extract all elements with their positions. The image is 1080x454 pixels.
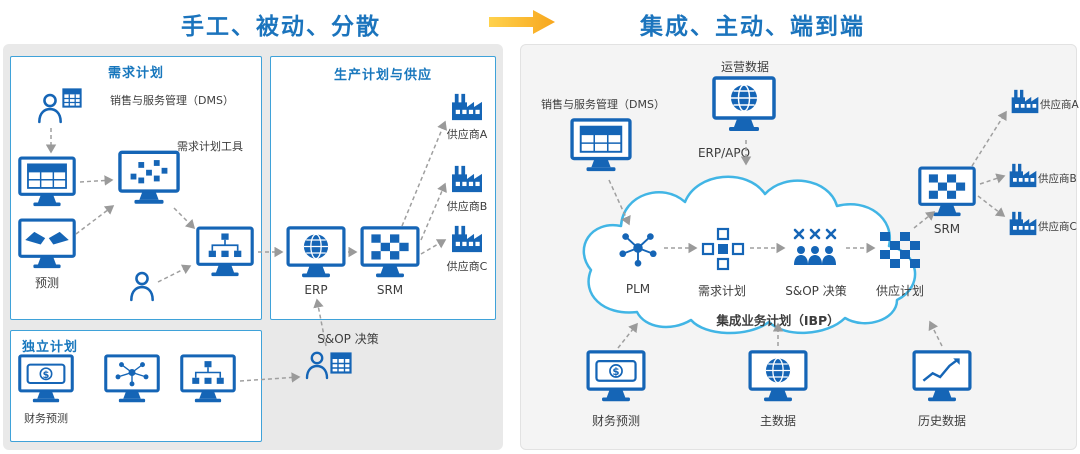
finance-right-label: 财务预测	[591, 414, 640, 428]
sop-table-icon	[330, 352, 352, 374]
demand-tool-label: 需求计划工具	[177, 140, 243, 153]
ops-data-monitor-icon	[712, 76, 776, 134]
supplier-b-right-factory-icon	[1008, 162, 1038, 189]
supplier-b-label: 供应商B	[446, 200, 488, 213]
supplier-c-right-factory-icon	[1008, 210, 1038, 237]
plan-hierarchy-monitor-icon	[196, 226, 254, 279]
demand-tool-monitor-icon	[118, 150, 180, 207]
finance-forecast-label: 财务预测	[24, 412, 68, 425]
cloud-supply-label: 供应计划	[875, 284, 924, 298]
erp-label: ERP	[304, 283, 328, 297]
independent-box-title: 独立计划	[22, 340, 79, 355]
plm-label: PLM	[625, 282, 651, 296]
srm-label: SRM	[376, 283, 404, 297]
erp-monitor-icon	[286, 226, 346, 280]
supplier-c-label: 供应商C	[446, 260, 488, 273]
sales-system-monitor-icon	[18, 156, 76, 209]
network-monitor-icon	[104, 354, 160, 405]
forecast-handshake-monitor-icon	[18, 218, 76, 271]
sop-decision-label: S&OP 决策	[317, 332, 379, 346]
dms-right-monitor-icon	[570, 118, 632, 174]
supplier-c-factory-icon	[450, 224, 484, 254]
supplier-b-right-label: 供应商B	[1038, 173, 1077, 185]
plm-network-icon	[616, 228, 660, 268]
erp-apo-label: ERP/APO	[697, 146, 751, 160]
srm-right-label: SRM	[933, 222, 961, 236]
report-table-icon	[62, 88, 82, 108]
cloud-demand-label: 需求计划	[697, 284, 746, 298]
master-data-monitor-icon	[748, 350, 808, 404]
forecast-label: 预测	[34, 276, 59, 290]
left-headline: 手工、被动、分散	[181, 14, 381, 40]
master-data-label: 主数据	[759, 414, 796, 428]
history-data-label: 历史数据	[917, 414, 966, 428]
srm-monitor-icon	[360, 226, 420, 280]
finance-right-monitor-icon	[586, 350, 646, 404]
finance-monitor-icon	[18, 354, 74, 405]
demand-plan-icon	[700, 226, 746, 272]
supplier-a-factory-icon	[450, 92, 484, 122]
right-headline: 集成、主动、端到端	[640, 14, 865, 40]
sales-user-icon	[36, 92, 64, 124]
sop-planner-icon	[304, 350, 330, 380]
history-data-monitor-icon	[912, 350, 972, 404]
supplier-a-right-label: 供应商A	[1040, 99, 1079, 111]
supplier-b-factory-icon	[450, 164, 484, 194]
cloud-shape	[582, 175, 917, 335]
dms-label: 销售与服务管理（DMS）	[110, 94, 234, 107]
ibp-label: 集成业务计划（IBP）	[716, 313, 840, 328]
dms-right-label: 销售与服务管理（DMS）	[541, 98, 665, 111]
supply-plan-icon	[878, 230, 922, 270]
supplier-a-right-factory-icon	[1010, 88, 1040, 115]
transform-arrow-icon	[489, 10, 555, 34]
org-monitor-icon	[180, 354, 236, 405]
cloud-sop-label: S&OP 决策	[785, 284, 847, 298]
planner-user-icon	[128, 270, 156, 302]
ops-data-label: 运营数据	[720, 60, 769, 74]
production-box-title: 生产计划与供应	[333, 68, 432, 83]
supplier-c-right-label: 供应商C	[1038, 221, 1077, 233]
demand-box-title: 需求计划	[107, 66, 164, 81]
supplier-a-label: 供应商A	[446, 128, 488, 141]
srm-right-monitor-icon	[918, 166, 976, 219]
sop-decision-icon	[788, 226, 842, 270]
